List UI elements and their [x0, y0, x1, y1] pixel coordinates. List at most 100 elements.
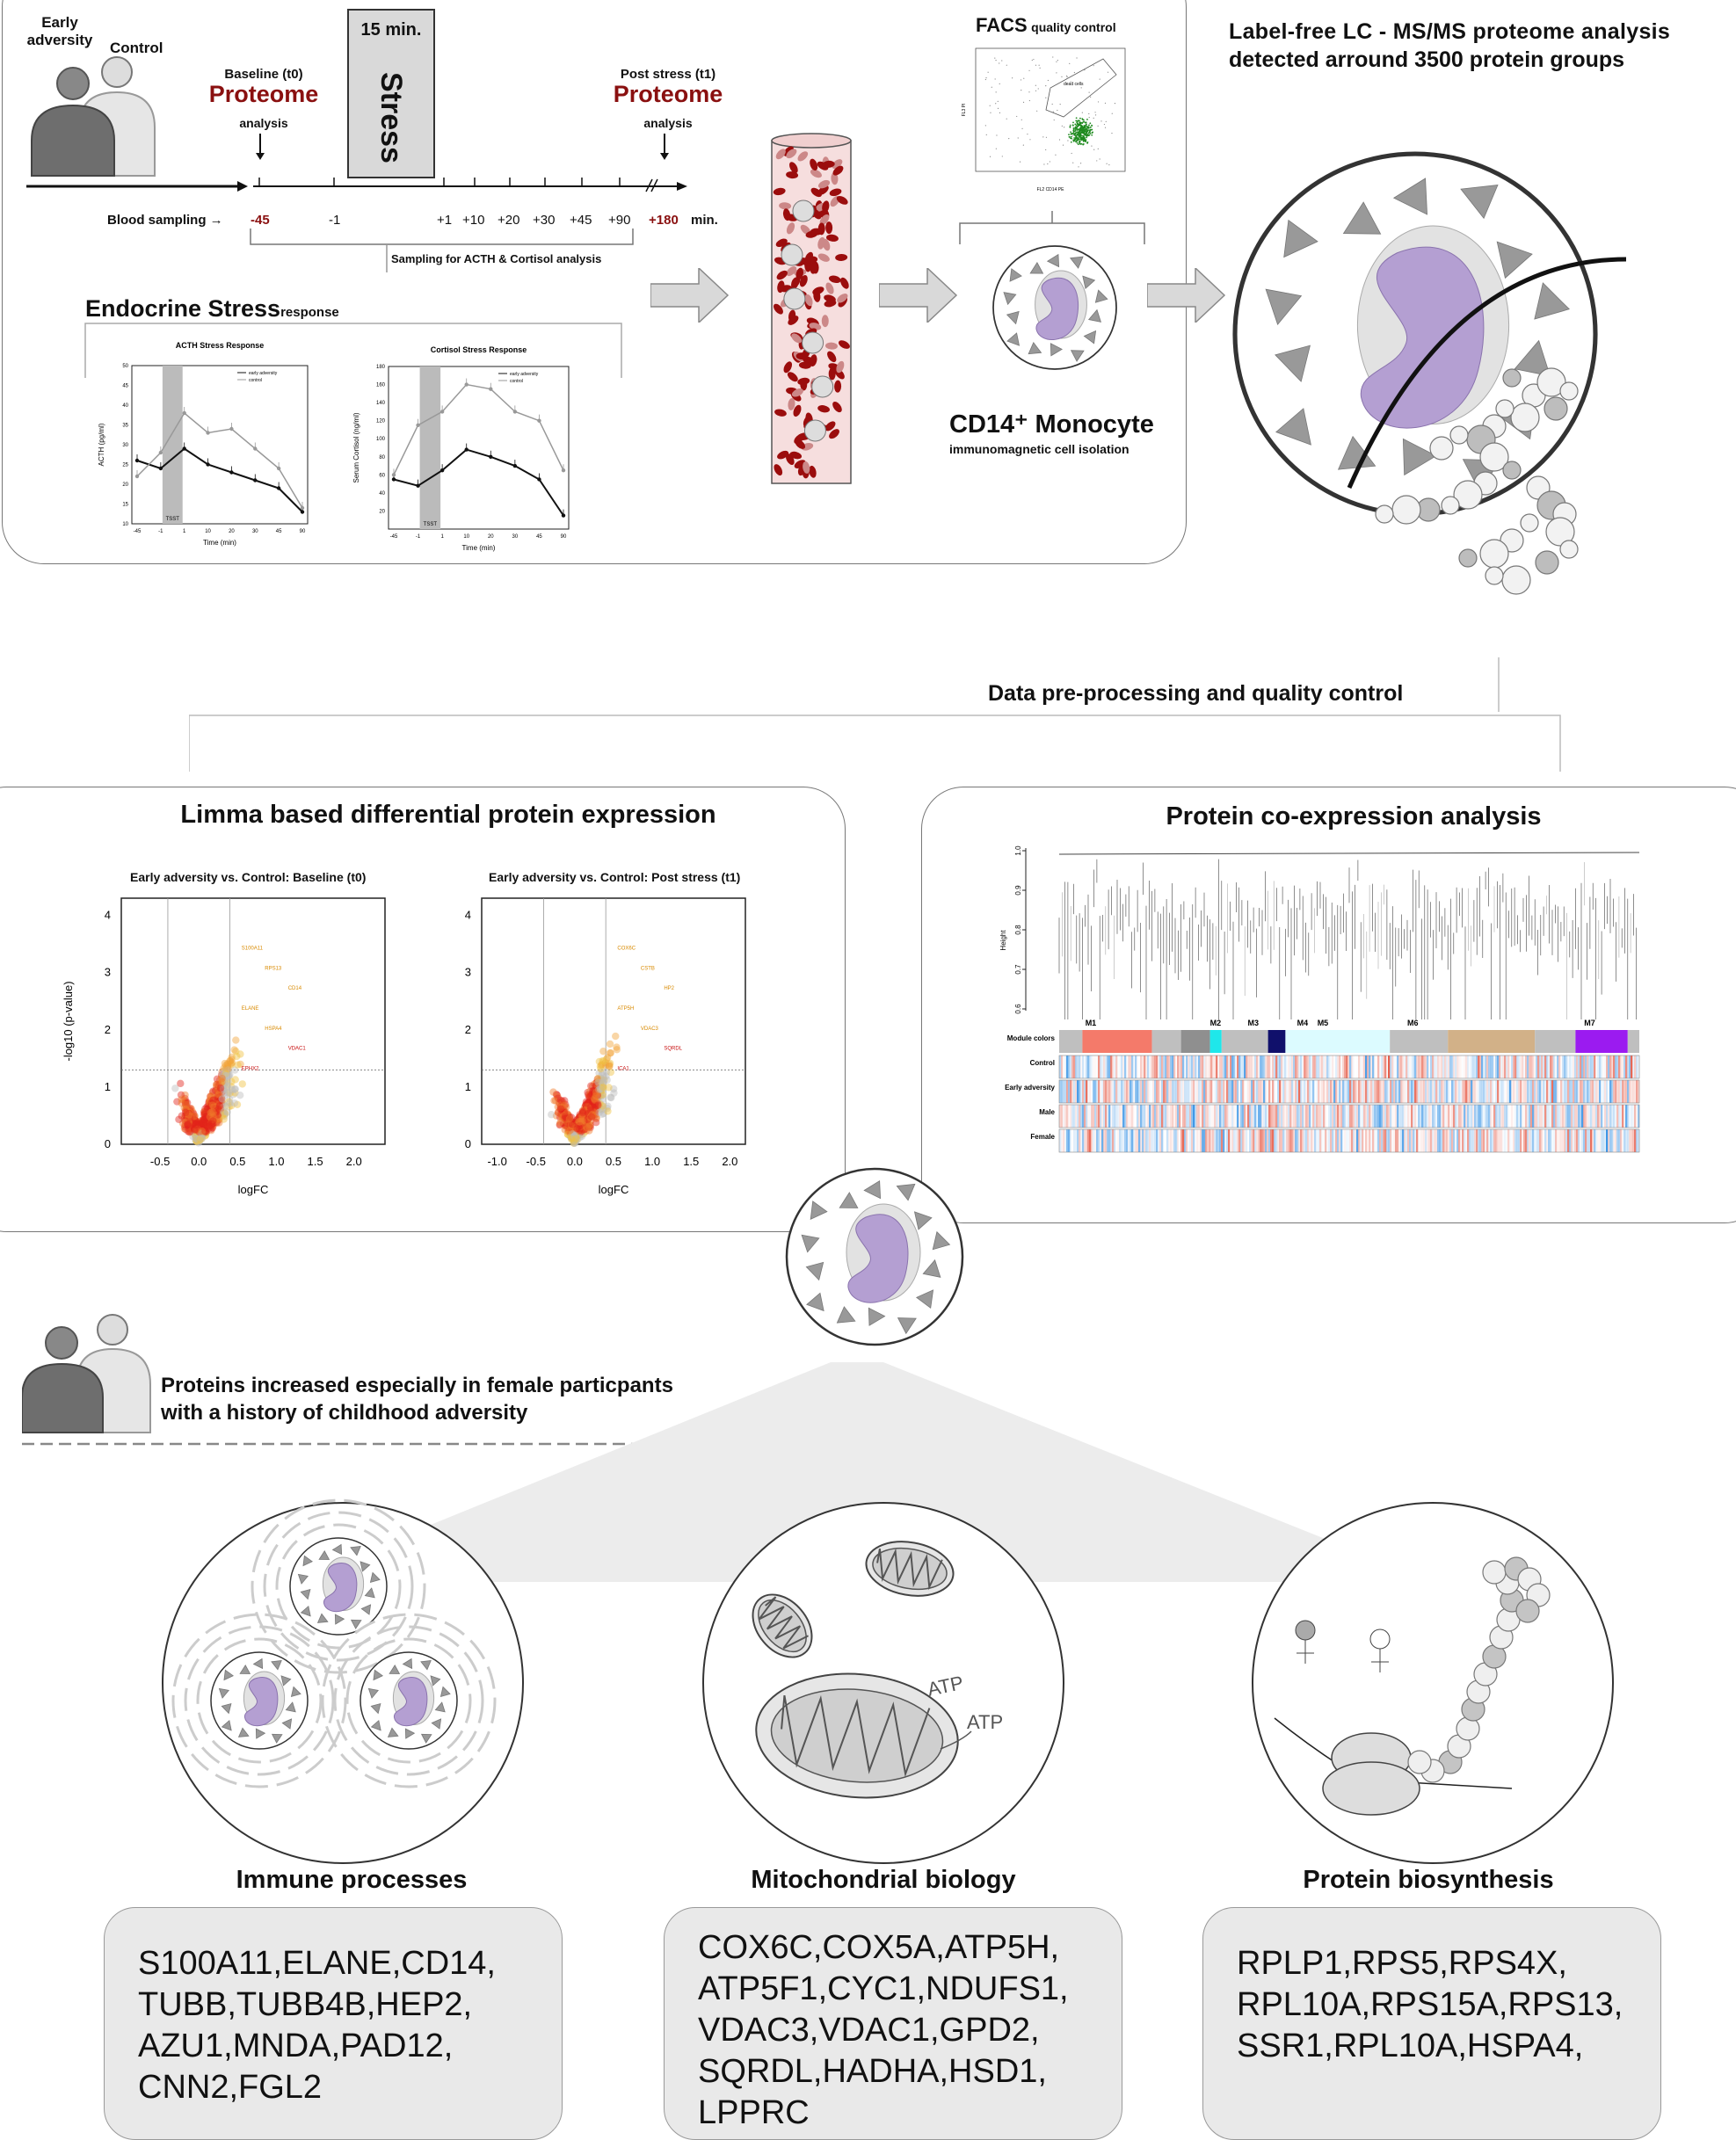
facs-event	[1068, 134, 1070, 136]
heatmap-cell	[1583, 1080, 1586, 1103]
heatmap-cell	[1082, 1055, 1085, 1078]
red-blood-cell	[795, 439, 806, 449]
timepoint-6: +45	[570, 213, 592, 228]
volcano-point	[574, 1115, 582, 1123]
heatmap-cell	[1200, 1080, 1202, 1103]
heatmap-cell	[1126, 1055, 1128, 1078]
heatmap-cell	[1295, 1055, 1297, 1078]
volcano-point	[231, 1066, 239, 1074]
heatmap-cell	[1207, 1055, 1209, 1078]
volcano-point	[191, 1126, 199, 1134]
x-tick-label: -1.0	[487, 1155, 506, 1168]
heatmap-cell	[1154, 1080, 1157, 1103]
volcano-point	[218, 1068, 226, 1076]
heatmap-cell	[1522, 1080, 1524, 1103]
heatmap-cell	[1462, 1129, 1464, 1152]
heatmap-cell	[1580, 1129, 1581, 1152]
heatmap-cell	[1124, 1055, 1127, 1078]
heatmap-cell	[1402, 1105, 1405, 1128]
volcano-point	[569, 1130, 577, 1138]
heatmap-cell	[1420, 1105, 1422, 1128]
volcano-point	[579, 1129, 588, 1137]
heatmap-cell	[1416, 1055, 1419, 1078]
volcano-point	[597, 1061, 606, 1070]
heatmap-cell	[1214, 1129, 1217, 1152]
module-color-bar	[1535, 1030, 1576, 1053]
heatmap-cell	[1546, 1055, 1549, 1078]
heatmap-cell	[1578, 1129, 1580, 1152]
heatmap-cell	[1270, 1080, 1272, 1103]
red-blood-cell	[798, 361, 811, 369]
heatmap-cell	[1437, 1129, 1440, 1152]
heatmap-cell	[1326, 1129, 1329, 1152]
volcano-point	[181, 1094, 189, 1103]
volcano-point	[569, 1126, 577, 1134]
heatmap-cell	[1212, 1080, 1214, 1103]
heatmap-cell	[1066, 1055, 1069, 1078]
receptor-triangle	[237, 1727, 250, 1737]
heatmap-cell	[1416, 1105, 1418, 1128]
heatmap-cell	[1070, 1080, 1072, 1103]
heatmap-cell	[1550, 1055, 1552, 1078]
volcano-point	[584, 1088, 592, 1097]
heatmap-cell	[1367, 1129, 1369, 1152]
facs-event	[984, 78, 986, 81]
heatmap-cell	[1172, 1129, 1174, 1152]
heatmap-cell	[1363, 1080, 1366, 1103]
facs-event	[1097, 125, 1099, 127]
heatmap-cell	[1520, 1105, 1522, 1128]
heatmap-cell	[1553, 1080, 1556, 1103]
volcano-point	[561, 1113, 570, 1121]
volcano-point	[573, 1124, 581, 1132]
facs-event	[1028, 99, 1030, 102]
heatmap-cell	[1360, 1055, 1362, 1078]
volcano-point	[209, 1096, 218, 1104]
heatmap-cell	[1337, 1055, 1340, 1078]
heatmap-cell	[1430, 1105, 1433, 1128]
heatmap-cell	[1286, 1055, 1288, 1078]
heatmap-cell	[1281, 1105, 1283, 1128]
heatmap-cell	[1302, 1055, 1304, 1078]
secretion-ring	[196, 1637, 323, 1764]
heatmap-cell	[1203, 1129, 1206, 1152]
volcano-point	[194, 1129, 202, 1138]
volcano-point	[208, 1114, 217, 1121]
heatmap-cell	[1492, 1129, 1494, 1152]
x-tick-label: 1	[183, 529, 186, 534]
heatmap-cell	[1622, 1055, 1624, 1078]
heatmap-cell	[1068, 1055, 1071, 1078]
volcano-point	[221, 1076, 229, 1084]
heatmap-cell	[1274, 1080, 1276, 1103]
volcano-point	[556, 1120, 564, 1128]
heatmap-cell	[1281, 1055, 1283, 1078]
heatmap-cell	[1456, 1105, 1459, 1128]
heatmap-cell	[1479, 1129, 1482, 1152]
flow-arrow-3	[1147, 268, 1226, 323]
data-point	[253, 446, 258, 451]
volcano-point	[189, 1108, 197, 1116]
volcano-point	[191, 1127, 199, 1135]
volcano-point	[207, 1108, 215, 1117]
volcano-point	[589, 1091, 597, 1099]
volcano-point	[192, 1120, 200, 1128]
volcano-point	[574, 1122, 583, 1130]
receptor-triangle	[868, 1307, 886, 1326]
heatmap-cell	[1632, 1105, 1635, 1128]
x-tick-label: -1	[158, 529, 163, 534]
heatmap-cell	[1516, 1080, 1519, 1103]
heatmap-cell	[1590, 1105, 1593, 1128]
heatmap-cell	[1565, 1129, 1568, 1152]
receptor-triangle	[364, 1587, 375, 1599]
heatmap-cell	[1432, 1080, 1435, 1103]
heatmap-cell	[1242, 1055, 1245, 1078]
volcano-point	[558, 1098, 566, 1106]
heatmap-cell	[1191, 1105, 1194, 1128]
dendro-root	[1058, 852, 1640, 855]
volcano-point	[205, 1121, 214, 1129]
heatmap-cell	[1451, 1105, 1454, 1128]
volcano-point	[197, 1121, 205, 1129]
x-tick-label: 0.5	[229, 1155, 245, 1168]
heatmap-cell	[1184, 1105, 1187, 1128]
heatmap-cell	[1253, 1129, 1255, 1152]
volcano-point	[218, 1073, 226, 1081]
